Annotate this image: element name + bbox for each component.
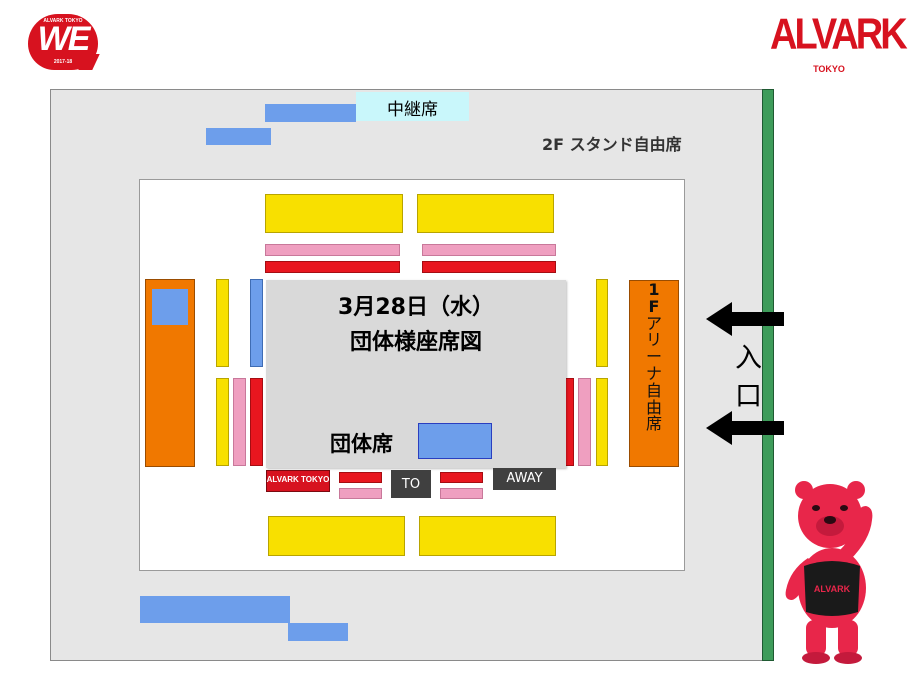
arena-1f-char: ー (645, 347, 662, 367)
group-seat-legend-swatch (418, 423, 492, 459)
away-bench-label: AWAY (506, 471, 543, 486)
seat-column-gold (596, 378, 608, 466)
group-seat-block (140, 596, 290, 623)
seat-row-pink (265, 244, 400, 256)
group-seat-block (265, 104, 356, 122)
table-officials-label: TO (401, 477, 421, 492)
seat-row-pink (339, 488, 382, 499)
alvark-logo: ALVARK TOKYO (770, 10, 908, 82)
info-overlay (266, 280, 566, 468)
arena-1f-block (629, 280, 679, 467)
seat-block-gold (265, 194, 403, 233)
seat-column-gold (596, 279, 608, 367)
seat-column-gold (216, 378, 229, 466)
relay-seats-block (356, 92, 469, 121)
we-logo-year-text: 2017-18 (53, 59, 73, 65)
arena-1f-char: ナ (645, 363, 662, 383)
seat-column-gold (216, 279, 229, 367)
group-seat-column (250, 279, 263, 367)
group-seat-block (152, 289, 188, 325)
seat-block-gold (419, 516, 556, 556)
entrance-wall (762, 89, 774, 661)
arrow-left-icon (706, 302, 784, 336)
overlay-date: 3月28日（水） (338, 295, 494, 320)
away-bench (493, 468, 556, 490)
arena-1f-char: 席 (645, 414, 662, 434)
seat-row-pink (440, 488, 483, 499)
seat-row-pink (422, 244, 556, 256)
stand-2f-label: 2F スタンド自由席 (542, 135, 682, 154)
seat-block-gold (417, 194, 554, 233)
arrow-left-icon (706, 411, 784, 445)
home-bench (266, 470, 330, 492)
mascot-bear-image: ALVARK (785, 481, 873, 664)
seat-row-red (422, 261, 556, 273)
arena-1f-char: 由 (645, 397, 662, 417)
entrance-label-2: 口 (735, 381, 762, 412)
seat-column-pink (578, 378, 591, 466)
group-seat-block (206, 128, 271, 145)
arena-1f-char: 1 (648, 280, 660, 299)
seat-column-red (250, 378, 263, 466)
seat-row-red (265, 261, 400, 273)
alvark-logo-text: ALVARK (770, 10, 908, 60)
seat-row-red (440, 472, 483, 483)
group-seat-block (288, 623, 348, 641)
seat-column-pink (233, 378, 246, 466)
arena-1f-char: リ (645, 330, 662, 350)
arena-1f-char: ア (645, 313, 662, 333)
alvark-logo-sub: TOKYO (813, 64, 845, 74)
arena-1f-label: 1 F ア リ ー ナ 自 由 席 (629, 280, 679, 472)
we-logo-main-text: WE (37, 20, 91, 58)
table-officials (391, 470, 431, 498)
arena-1f-char: F (648, 296, 660, 316)
arena-1f-char: 自 (645, 380, 662, 400)
we-logo-top-text: ALVARK TOKYO (43, 18, 83, 24)
group-seat-label: 団体席 (330, 432, 393, 456)
relay-seats-label: 中継席 (387, 100, 438, 120)
home-bench-label: ALVARK TOKYO (266, 475, 330, 484)
entrance-label-1: 入 (735, 343, 762, 374)
overlay-title: 団体様座席図 (349, 330, 482, 355)
svg-text:ALVARK: ALVARK (814, 584, 851, 594)
seat-block-gold (268, 516, 405, 556)
we-logo: ALVARK TOKYO WE 2017-18 (26, 10, 100, 74)
seat-row-red (339, 472, 382, 483)
